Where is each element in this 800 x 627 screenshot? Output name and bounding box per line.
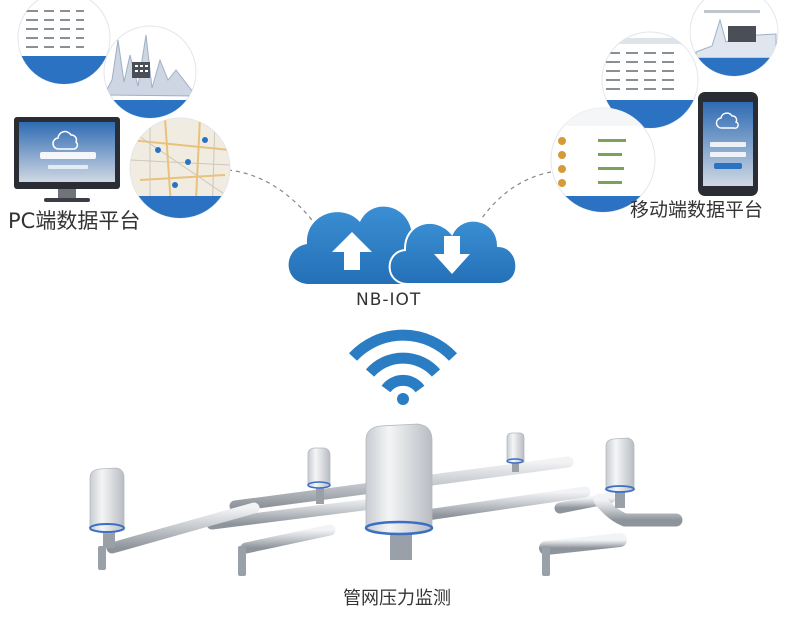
realtime-online-map-circle xyxy=(129,117,231,219)
mobile-platform-label: 移动端数据平台 xyxy=(630,199,764,221)
data-analysis-circle-pc xyxy=(103,25,197,119)
pipe-pressure-monitoring-label: 管网压力监测 xyxy=(343,588,451,609)
wifi-signal-icon xyxy=(348,329,458,405)
trend-analysis-circle xyxy=(689,0,779,77)
nb-iot-label: NB-IOT xyxy=(356,290,422,310)
pc-monitor xyxy=(14,117,120,202)
mobile-phone xyxy=(698,92,758,196)
pressure-sensor-back-right xyxy=(506,432,525,472)
pressure-sensor-main xyxy=(364,423,434,560)
pressure-sensor-right xyxy=(605,437,635,508)
pc-platform-label: PC端数据平台 xyxy=(8,209,141,233)
pressure-sensor-left xyxy=(89,467,125,548)
dashed-connector-pc xyxy=(227,169,313,221)
dashed-connector-mobile xyxy=(481,171,552,219)
history-data-circle xyxy=(17,0,111,85)
download-cloud-icon xyxy=(388,219,518,285)
pressure-sensor-mid-left xyxy=(307,447,331,504)
cloud-logo-icon xyxy=(52,130,79,150)
cloud-logo-icon xyxy=(715,112,739,129)
